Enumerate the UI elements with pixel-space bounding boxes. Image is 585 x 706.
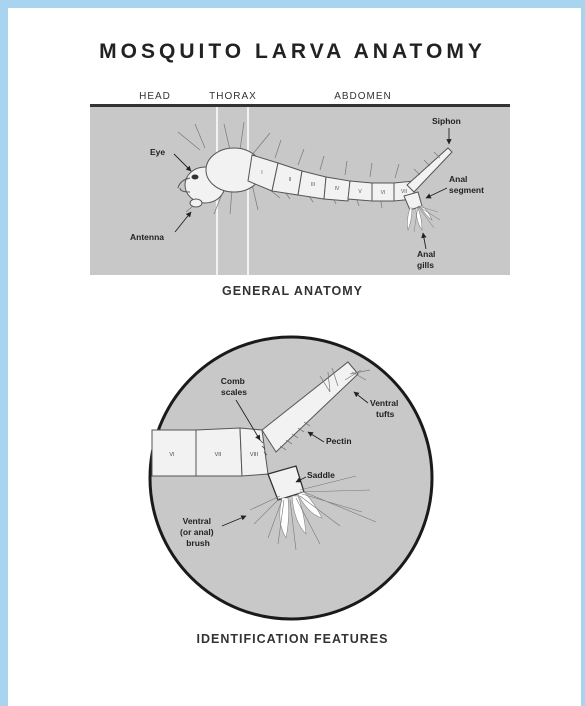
segment-numeral: VIII: [250, 452, 259, 458]
label-saddle: Saddle: [307, 470, 335, 480]
panel-top-rule: [90, 104, 510, 107]
eye-icon: [192, 175, 199, 180]
label-comb-scales-line-2: scales: [221, 387, 247, 397]
label-anal-segment-line-1: Anal: [449, 174, 467, 184]
label-ventral-tufts-line-1: Ventral: [370, 398, 398, 408]
general-anatomy-caption: GENERAL ANATOMY: [0, 284, 585, 298]
segment-numeral: VI: [381, 190, 386, 196]
region-label-thorax: THORAX: [209, 91, 257, 102]
general-anatomy-panel: HEAD THORAX ABDOMEN: [90, 91, 510, 275]
label-eye: Eye: [150, 147, 165, 157]
label-ventral-brush-line-1: Ventral: [183, 516, 211, 526]
region-label-head: HEAD: [139, 91, 171, 102]
segment-numeral: VI: [169, 452, 175, 458]
segment-numeral: I: [261, 170, 262, 176]
label-anal-segment-line-2: segment: [449, 185, 484, 195]
identification-panel: VI VII VIII Comb scales Ventral tufts: [150, 337, 432, 619]
label-pectin: Pectin: [326, 436, 352, 446]
segment-numeral: VII: [401, 189, 407, 195]
label-ventral-brush-line-2: (or anal): [180, 527, 214, 537]
label-comb-scales-line-1: Comb: [221, 376, 245, 386]
region-label-abdomen: ABDOMEN: [334, 91, 392, 102]
segment-numeral: II: [289, 177, 292, 183]
label-ventral-brush-line-3: brush: [186, 538, 210, 548]
label-anal-gills-line-1: Anal: [417, 249, 435, 259]
segment-numeral: VII: [215, 452, 222, 458]
label-anal-gills-line-2: gills: [417, 260, 434, 270]
label-antenna: Antenna: [130, 232, 164, 242]
segment-numeral: IV: [335, 186, 340, 192]
label-comb-scales: Comb scales: [221, 376, 248, 397]
identification-features-caption: IDENTIFICATION FEATURES: [0, 632, 585, 646]
segment-numeral: III: [311, 182, 315, 188]
label-siphon: Siphon: [432, 116, 461, 126]
label-ventral-tufts-line-2: tufts: [376, 409, 395, 419]
